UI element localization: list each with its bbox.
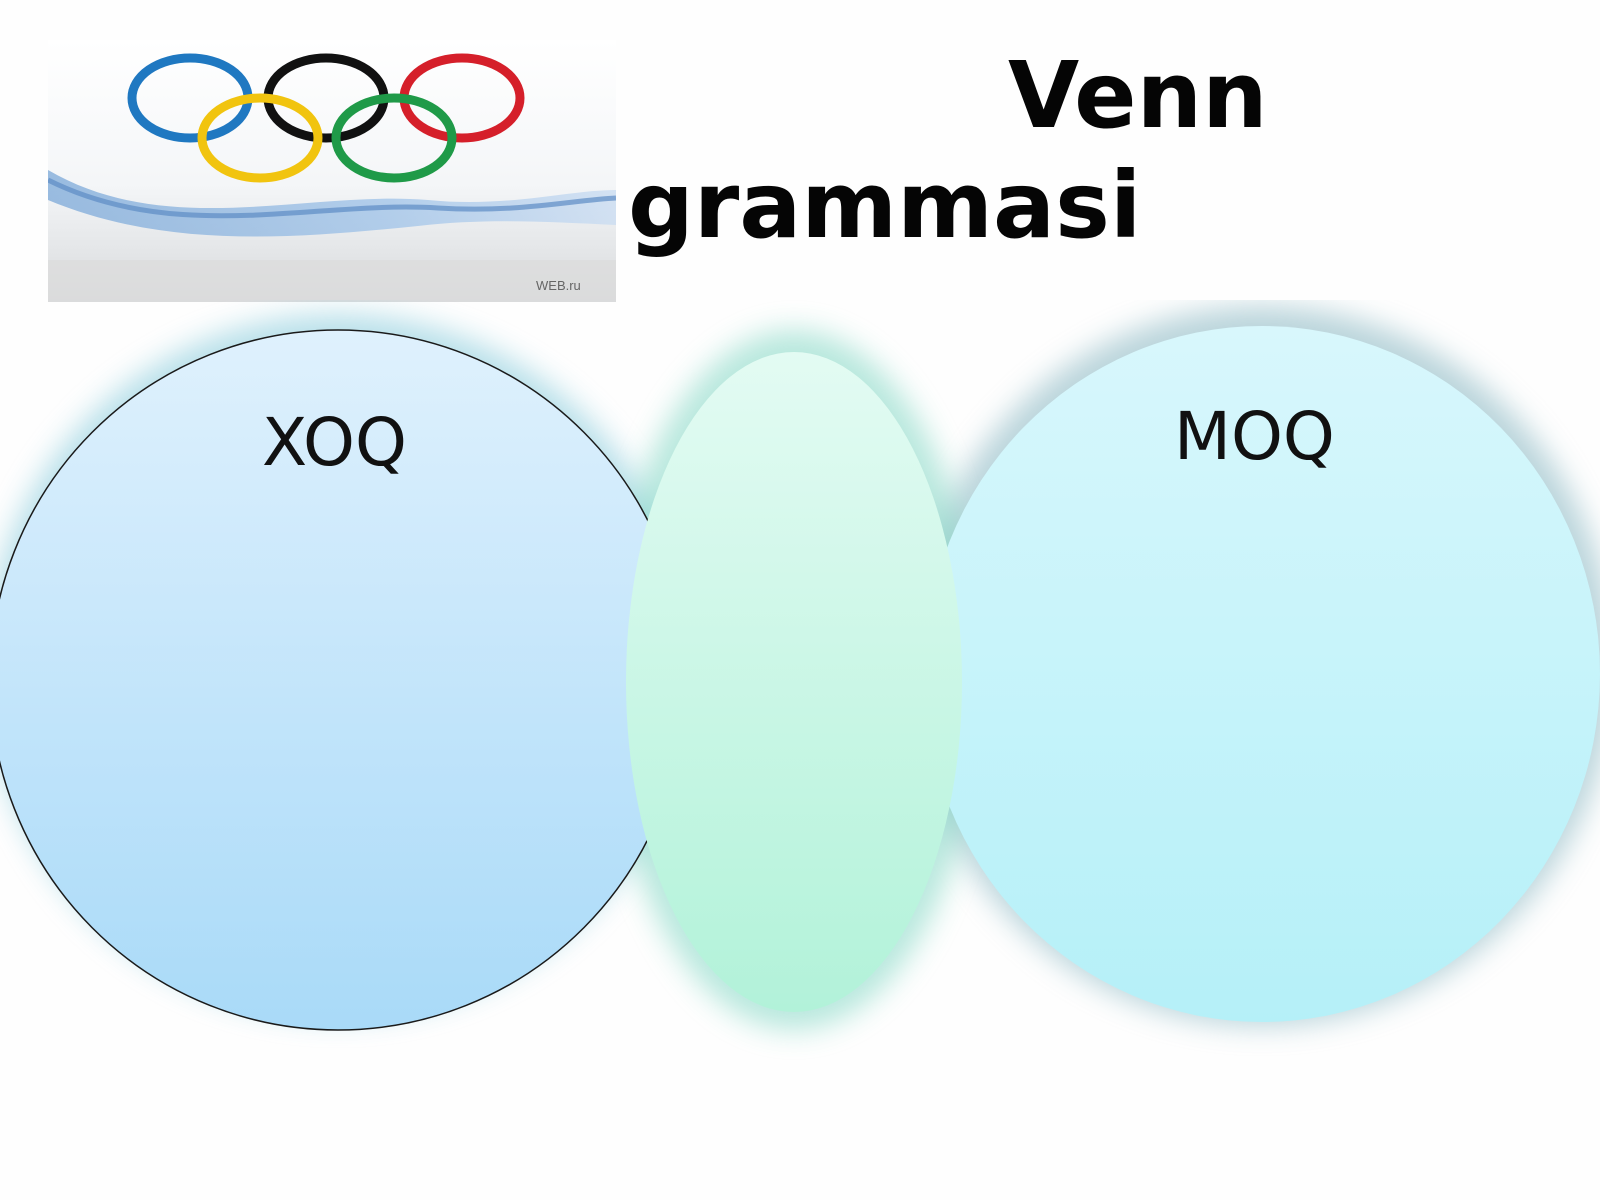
title-line-1: Venn [1008, 42, 1268, 149]
watermark-text: WEB.ru [536, 278, 581, 293]
olympic-rings-icon: WEB.ru [48, 40, 616, 302]
left-set-label: XOQ [262, 404, 407, 481]
title-line-2: grammasi [628, 152, 1142, 259]
venn-diagram [0, 300, 1600, 1080]
middle-set-ellipse [626, 352, 962, 1012]
right-set-circle [924, 326, 1600, 1022]
olympic-banner: WEB.ru [48, 40, 616, 302]
right-set-label: MOQ [1174, 398, 1335, 475]
